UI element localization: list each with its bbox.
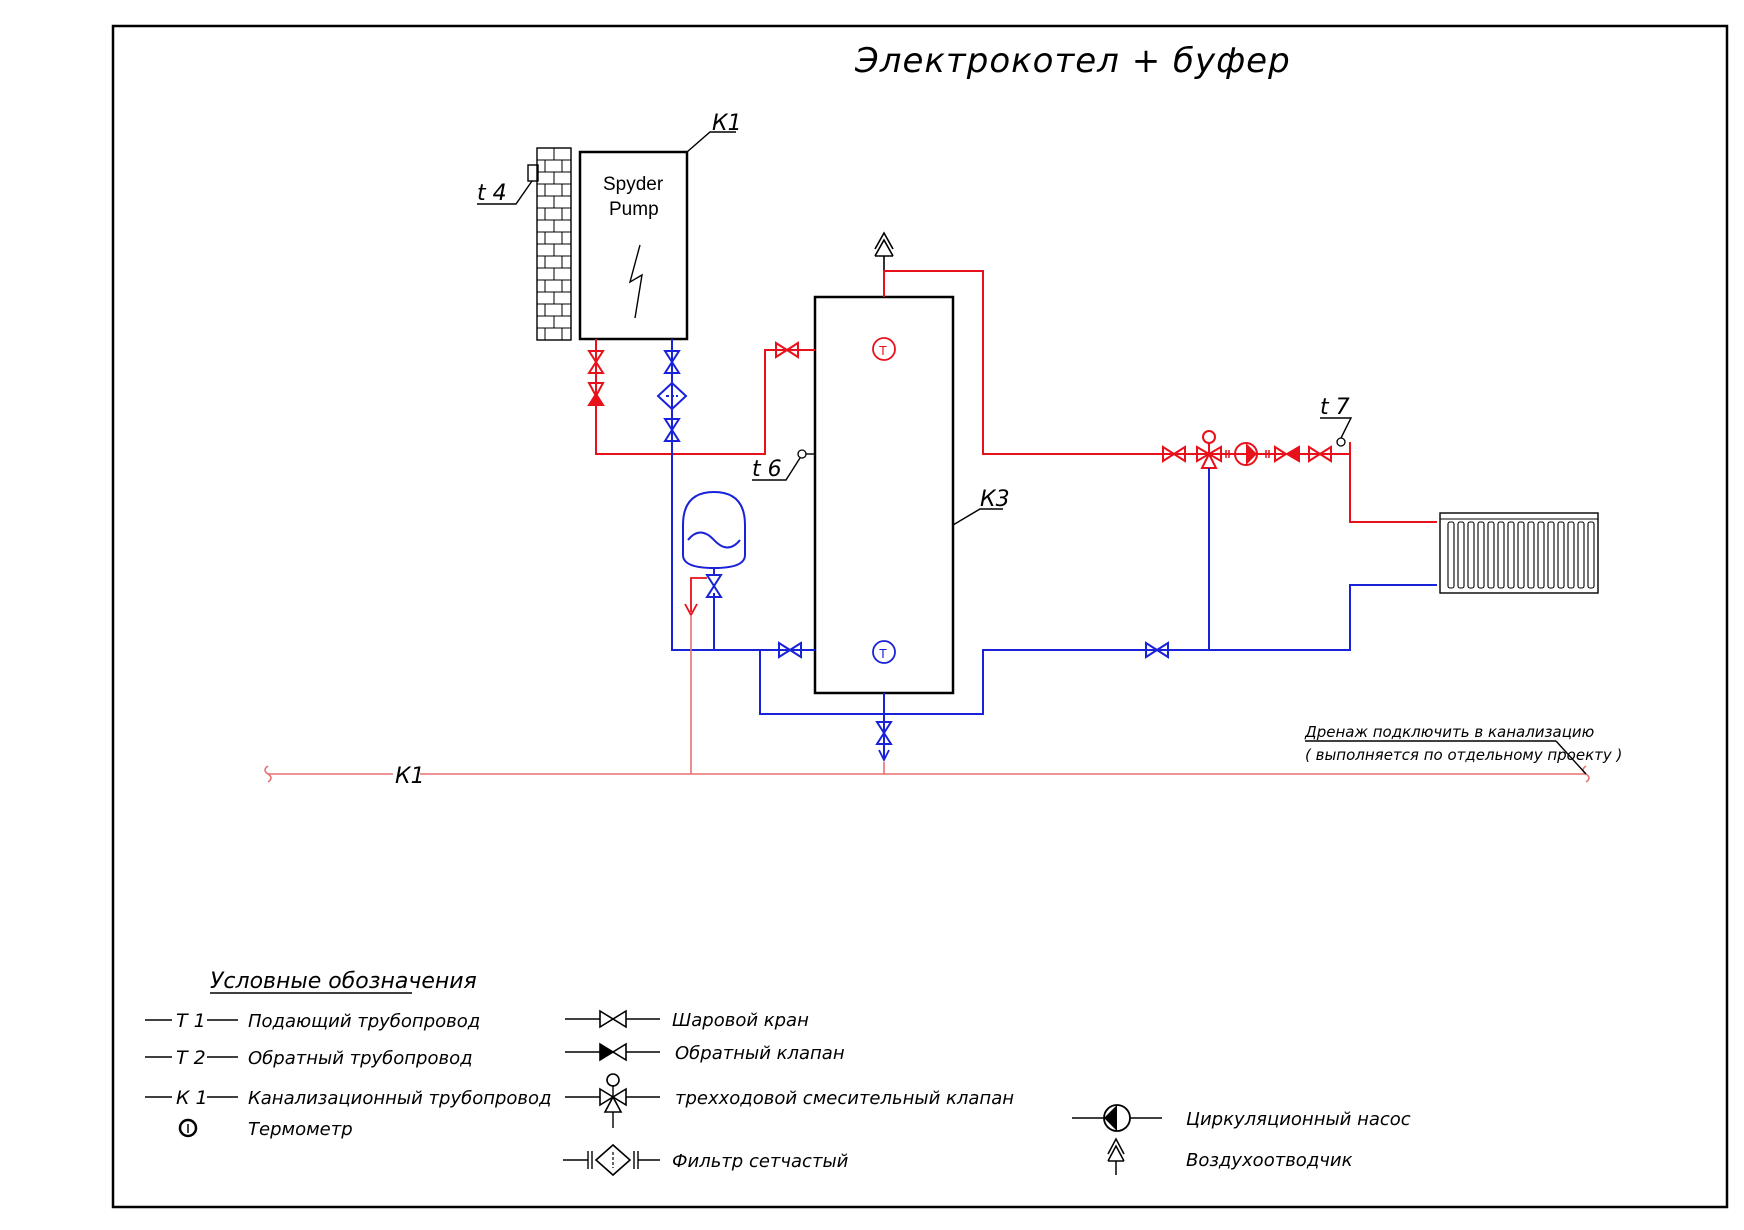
drain-note-leader	[1555, 740, 1587, 775]
svg-text:Обратный клапан: Обратный клапан	[675, 1043, 845, 1064]
t6-leader	[752, 457, 801, 481]
svg-text:T 1: T 1	[176, 1010, 206, 1032]
tank-bottom-thermometer-symbol: T	[879, 646, 887, 661]
legend-strainer: Фильтр сетчастый	[563, 1143, 849, 1177]
expansion-vessel[interactable]	[682, 490, 746, 575]
t7-leader	[1320, 417, 1353, 439]
svg-text:Обратный трубопровод: Обратный трубопровод	[248, 1048, 473, 1069]
sensor-t6-label: t 6	[752, 457, 782, 482]
svg-text:T 2: T 2	[176, 1047, 206, 1069]
diagram-title: Электрокотел + буфер	[854, 41, 1291, 81]
t4-leader	[477, 180, 533, 205]
legend-air-vent: Воздухоотводчик	[1107, 1137, 1353, 1175]
tank-top-thermometer-icon	[872, 337, 896, 361]
boiler-k1-leader	[686, 131, 736, 153]
svg-text:Воздухоотводчик: Воздухоотводчик	[1186, 1150, 1353, 1171]
boiler-k1[interactable]	[578, 150, 689, 341]
actuator-tick	[1225, 450, 1230, 458]
return-pipes	[671, 339, 1437, 758]
svg-text:К 1: К 1	[176, 1087, 208, 1109]
tank-k3-leader	[952, 508, 1003, 526]
wall-sensor-t4	[527, 164, 539, 182]
svg-text:Термометр: Термометр	[248, 1119, 353, 1140]
sewer-line-tag: К1	[395, 764, 425, 789]
drawing-frame	[111, 24, 1729, 1209]
tank-bottom-thermometer-icon	[872, 640, 896, 664]
legend-item-t1: T 1 Подающий трубопровод	[145, 1010, 480, 1032]
sensor-t6-dot	[797, 449, 807, 459]
svg-text:Шаровой кран: Шаровой кран	[672, 1010, 809, 1031]
legend-check-valve: Обратный клапан	[565, 1042, 845, 1064]
legend-ball-valve: Шаровой кран	[565, 1009, 809, 1031]
boiler-supply-check-valve[interactable]	[587, 382, 605, 406]
legend-item-k1: К 1 Канализационный трубопровод	[145, 1087, 552, 1109]
svg-text:Циркуляционный насос: Циркуляционный насос	[1186, 1109, 1411, 1130]
drain-note-line1: Дренаж подключить в канализацию	[1304, 723, 1594, 741]
sensor-t7-label: t 7	[1320, 395, 1350, 420]
legend-item-thermometer: Термометр	[178, 1118, 353, 1140]
electric-bolt-icon	[628, 244, 643, 319]
thermometer-icon	[178, 1118, 198, 1138]
tank-k3-tag: К3	[980, 487, 1010, 512]
boiler-k1-tag: К1	[712, 111, 742, 136]
wall-brick	[536, 147, 572, 341]
strainer-filter-icon[interactable]	[656, 381, 688, 411]
three-way-mixing-valve[interactable]	[1196, 430, 1222, 469]
relief-outlet	[684, 577, 707, 617]
legend-item-t2: T 2 Обратный трубопровод	[145, 1047, 473, 1069]
legend-circulation-pump: Циркуляционный насос	[1072, 1104, 1411, 1132]
drain-note-line2: ( выполняется по отдельному проекту )	[1305, 746, 1622, 764]
tank-top-thermometer-symbol: T	[879, 343, 887, 358]
boiler-brand-line1: Spyder	[603, 174, 664, 195]
svg-text:Фильтр сетчастый: Фильтр сетчастый	[672, 1151, 849, 1172]
supply-pipes	[595, 270, 1437, 523]
boiler-brand-line2: Pump	[609, 199, 659, 220]
svg-text:трехходовой смесительный клап: трехходовой смесительный клапан	[675, 1088, 1014, 1109]
sensor-t4-label: t 4	[477, 181, 507, 206]
supply-check-valve[interactable]	[1274, 445, 1300, 463]
buffer-tank-k3[interactable]	[813, 295, 955, 695]
circulation-pump-supply[interactable]	[1234, 442, 1258, 466]
sensor-t7-dot	[1336, 437, 1346, 447]
svg-text:Подающий трубопровод: Подающий трубопровод	[248, 1011, 480, 1032]
legend-title: Условные обозначения	[210, 969, 477, 994]
svg-text:Канализационный трубопровод: Канализационный трубопровод	[248, 1088, 552, 1109]
radiator[interactable]	[1439, 512, 1599, 594]
drain-arrow-icon	[878, 749, 890, 763]
supply-flange-tick	[1265, 450, 1270, 458]
legend-three-way-valve: трехходовой смесительный клапан	[565, 1073, 1014, 1128]
air-vent-icon	[874, 231, 894, 272]
